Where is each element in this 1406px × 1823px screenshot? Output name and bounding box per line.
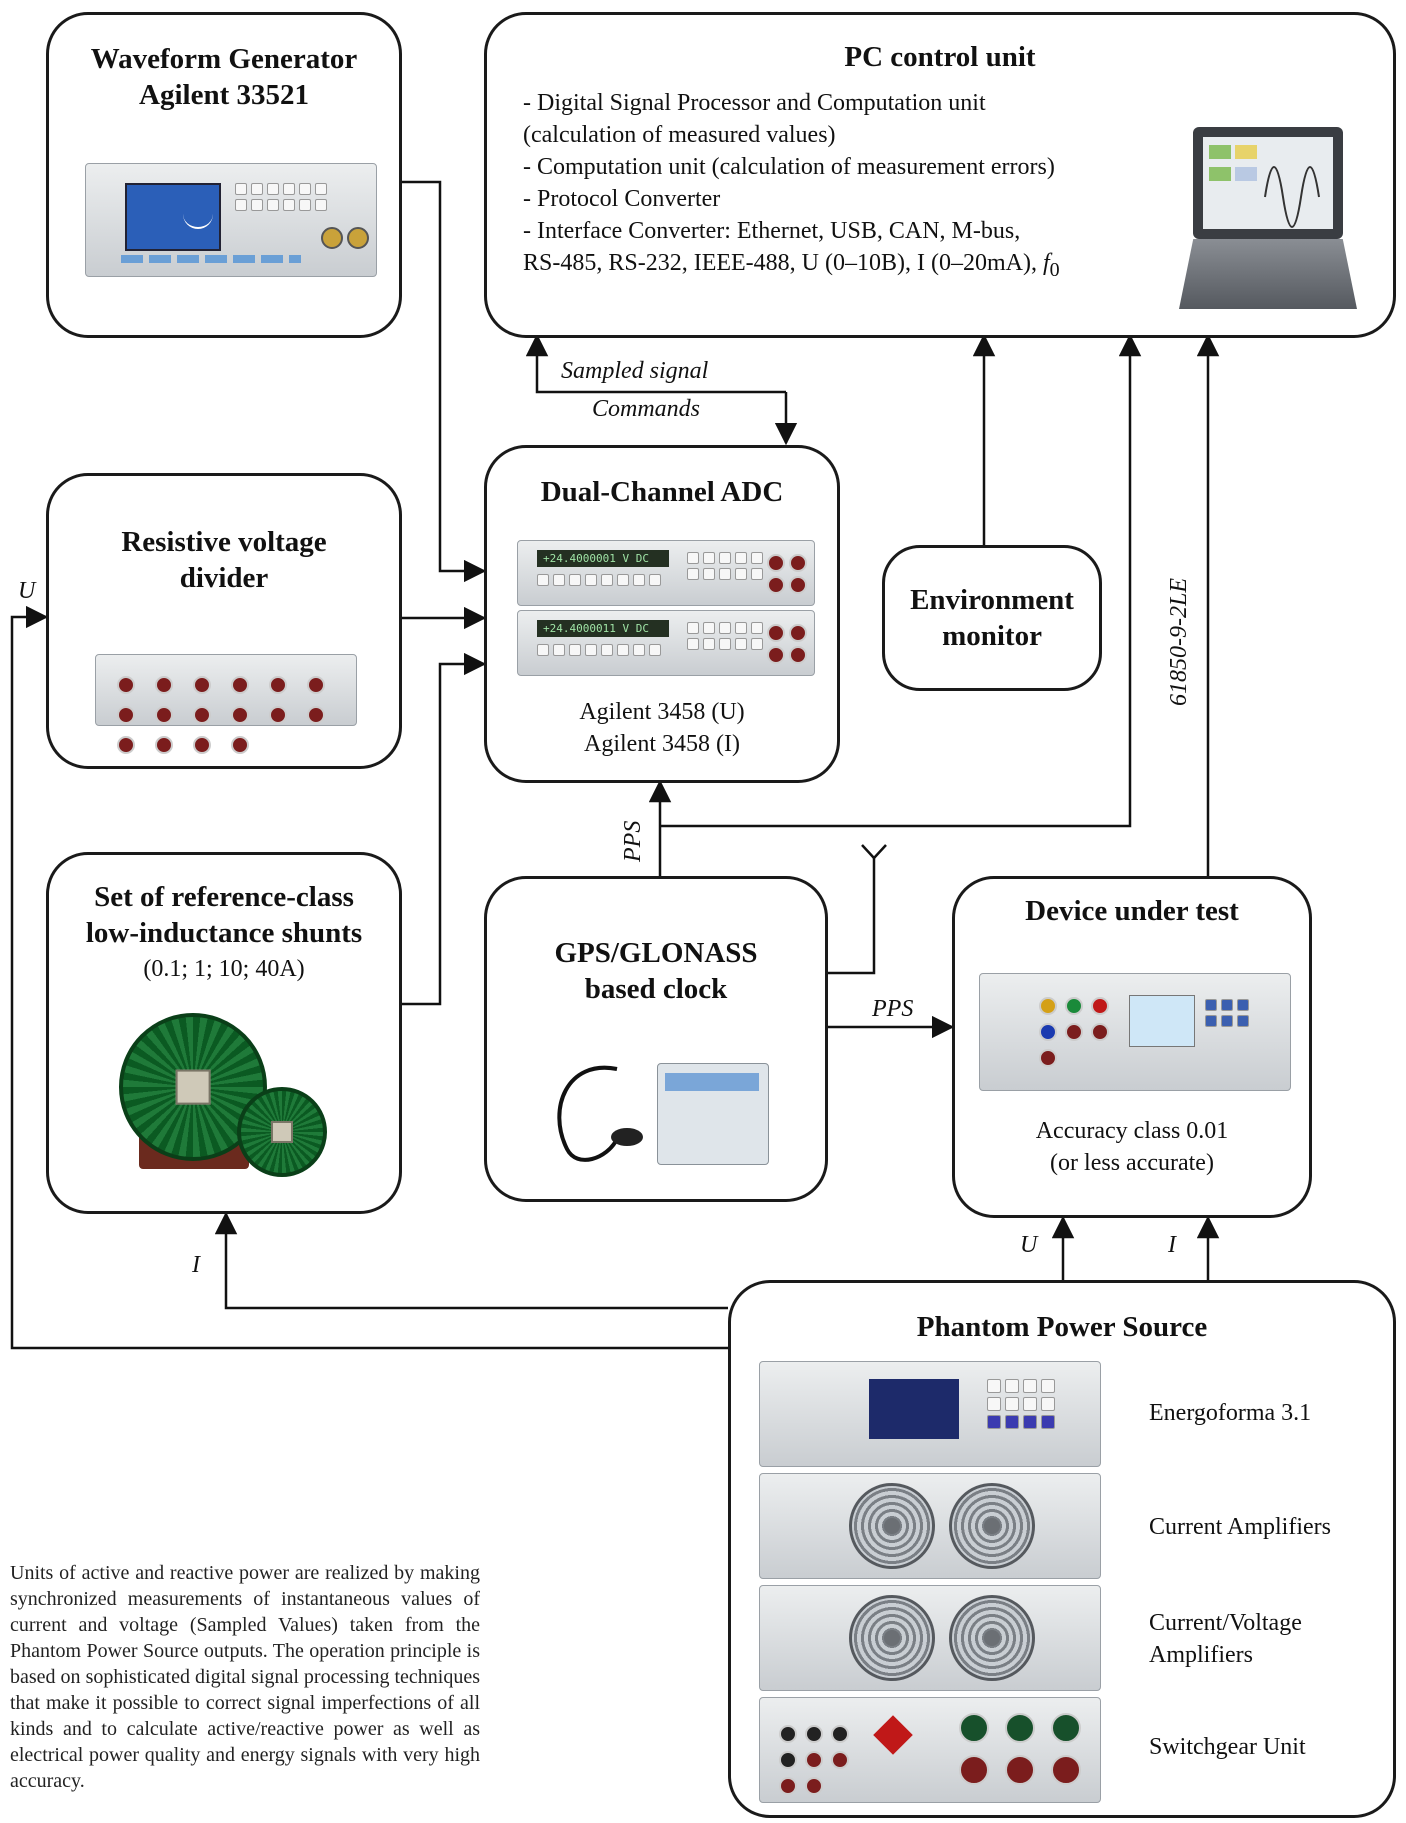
adc-title: Dual-Channel ADC — [540, 476, 784, 508]
pc-control-title: PC control unit — [844, 41, 1036, 73]
dut-accuracy: Accuracy class 0.01 (or less accurate) — [1035, 1118, 1229, 1176]
wire-phantom-to-divider — [10, 605, 728, 1350]
laptop-image — [1179, 127, 1359, 313]
voltage-divider-image — [95, 654, 357, 754]
commands-label: Commands — [592, 396, 701, 422]
shunts-image — [109, 1003, 349, 1183]
voltage-divider-box: Resistive voltage divider — [46, 473, 402, 769]
switchgear-unit-image — [759, 1697, 1101, 1803]
current-amplifiers-image — [759, 1473, 1101, 1579]
phantom-title: Phantom Power Source — [916, 1311, 1208, 1343]
waveform-generator-image — [85, 163, 377, 277]
wire-waveform-to-adc — [400, 180, 487, 583]
current-voltage-amplifiers-image — [759, 1585, 1101, 1691]
antenna-wire — [828, 858, 876, 975]
adc-models: Agilent 3458 (U) Agilent 3458 (I) — [579, 699, 745, 757]
i-dut-label: I — [1168, 1232, 1176, 1258]
pps-vertical-label: PPS — [620, 820, 646, 862]
voltage-divider-title: Resistive voltage divider — [121, 526, 327, 594]
pc-control-features: - Digital Signal Processor and Computati… — [523, 90, 1060, 281]
dut-image — [979, 973, 1291, 1091]
gps-clock-box: GPS/GLONASS based clock — [484, 876, 828, 1202]
antenna-icon — [861, 844, 887, 860]
i-input-label: I — [192, 1252, 200, 1278]
wire-adc-to-pc-sampled — [525, 333, 786, 394]
description-paragraph: Units of active and reactive power are r… — [10, 1562, 480, 1792]
pc-control-unit-box: PC control unit - Digital Signal Process… — [484, 12, 1396, 338]
shunts-title: Set of reference-class low-inductance sh… — [85, 881, 363, 949]
current-amplifiers-label: Current Amplifiers — [1149, 1514, 1331, 1540]
switchgear-unit-label: Switchgear Unit — [1149, 1734, 1306, 1760]
environment-monitor-title: Environment monitor — [910, 584, 1074, 652]
u-input-label: U — [18, 578, 36, 604]
wire-phantom-to-shunts — [214, 1211, 728, 1310]
wire-pps-to-pc — [660, 333, 1142, 828]
phantom-power-source-box: Phantom Power Source Energoforma 3.1 Cur… — [728, 1280, 1396, 1818]
gps-clock-title: GPS/GLONASS based clock — [554, 937, 758, 1005]
shunts-box: Set of reference-class low-inductance sh… — [46, 852, 402, 1214]
shunts-ratings: (0.1; 1; 10; 40A) — [143, 956, 305, 982]
multimeter-image: +24.4000001 V DC +24.4000011 V DC — [517, 540, 815, 676]
dut-title: Device under test — [1025, 895, 1239, 927]
sampled-signal-label: Sampled signal — [561, 358, 709, 384]
device-under-test-box: Device under test Accuracy class 0.01 (o… — [952, 876, 1312, 1218]
protocol-label: 61850-9-2LE — [1166, 578, 1192, 706]
wire-shunts-to-adc — [400, 652, 487, 1006]
waveform-generator-title: Waveform Generator Agilent 33521 — [90, 43, 358, 111]
gps-receiver-image — [547, 1049, 777, 1179]
energoforma-unit-image — [759, 1361, 1101, 1467]
waveform-generator-box: Waveform Generator Agilent 33521 — [46, 12, 402, 338]
energoforma-label: Energoforma 3.1 — [1149, 1400, 1312, 1426]
environment-monitor-box: Environment monitor — [882, 545, 1102, 691]
dual-channel-adc-box: Dual-Channel ADC +24.4000001 V DC +24.40… — [484, 445, 840, 783]
u-dut-label: U — [1020, 1232, 1038, 1258]
current-voltage-amplifiers-label: Current/Voltage Amplifiers — [1149, 1610, 1302, 1668]
pps-horizontal-label: PPS — [872, 996, 914, 1022]
